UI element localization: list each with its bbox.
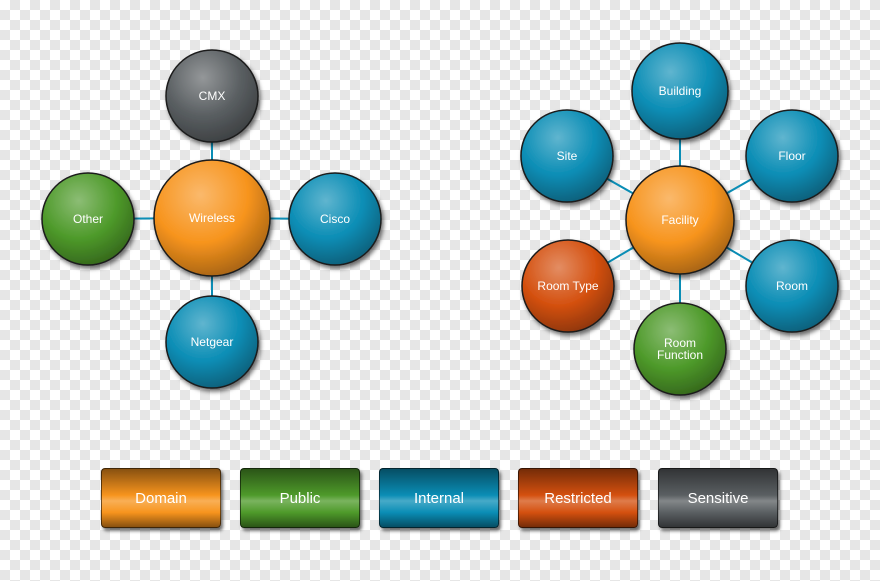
node-netgear: Netgear [165,295,259,389]
node-other: Other [41,172,135,266]
node-room: Room [745,239,839,333]
legend-item-domain: Domain [101,468,221,528]
legend-label-domain: Domain [135,489,187,507]
node-circle-netgear [165,295,259,389]
node-label-floor: Floor [778,149,805,163]
node-label-room-type: Room Type [537,279,598,293]
node-cisco: Cisco [288,172,382,266]
node-label-cmx: CMX [199,89,226,103]
node-circle-other [41,172,135,266]
legend-item-restricted: Restricted [518,468,638,528]
node-circle-cisco [288,172,382,266]
legend-label-restricted: Restricted [544,489,612,507]
node-label-room-function-1: Room [664,336,696,350]
legend-label-public: Public [279,489,321,507]
node-label-netgear: Netgear [191,335,234,349]
legend-item-public: Public [240,468,360,528]
node-wireless: Wireless [153,159,271,277]
node-label-cisco: Cisco [320,212,350,226]
legend-label-sensitive: Sensitive [687,489,749,507]
node-label-facility: Facility [661,213,698,227]
node-label-wireless: Wireless [189,211,235,225]
node-site: Site [520,109,614,203]
node-circle-wireless [153,159,271,277]
node-circle-site [520,109,614,203]
node-circle-room [745,239,839,333]
node-circle-facility [625,165,735,275]
legend: Domain Public Internal Restricted Sensit… [0,468,880,532]
node-label-site: Site [557,149,578,163]
node-room-type: Room Type [521,239,615,333]
node-building: Building [631,42,729,140]
node-facility: Facility [625,165,735,275]
node-circle-floor [745,109,839,203]
node-label-room: Room [776,279,808,293]
node-label-building: Building [659,84,702,98]
node-circle-room-function [633,302,727,396]
legend-item-sensitive: Sensitive [658,468,778,528]
node-circle-cmx [165,49,259,143]
node-floor: Floor [745,109,839,203]
node-label-room-function-2: Function [657,348,703,362]
legend-item-internal: Internal [379,468,499,528]
legend-label-internal: Internal [413,489,465,507]
node-cmx: CMX [165,49,259,143]
node-circle-room-type [521,239,615,333]
node-label-other: Other [73,212,103,226]
node-circle-building [631,42,729,140]
